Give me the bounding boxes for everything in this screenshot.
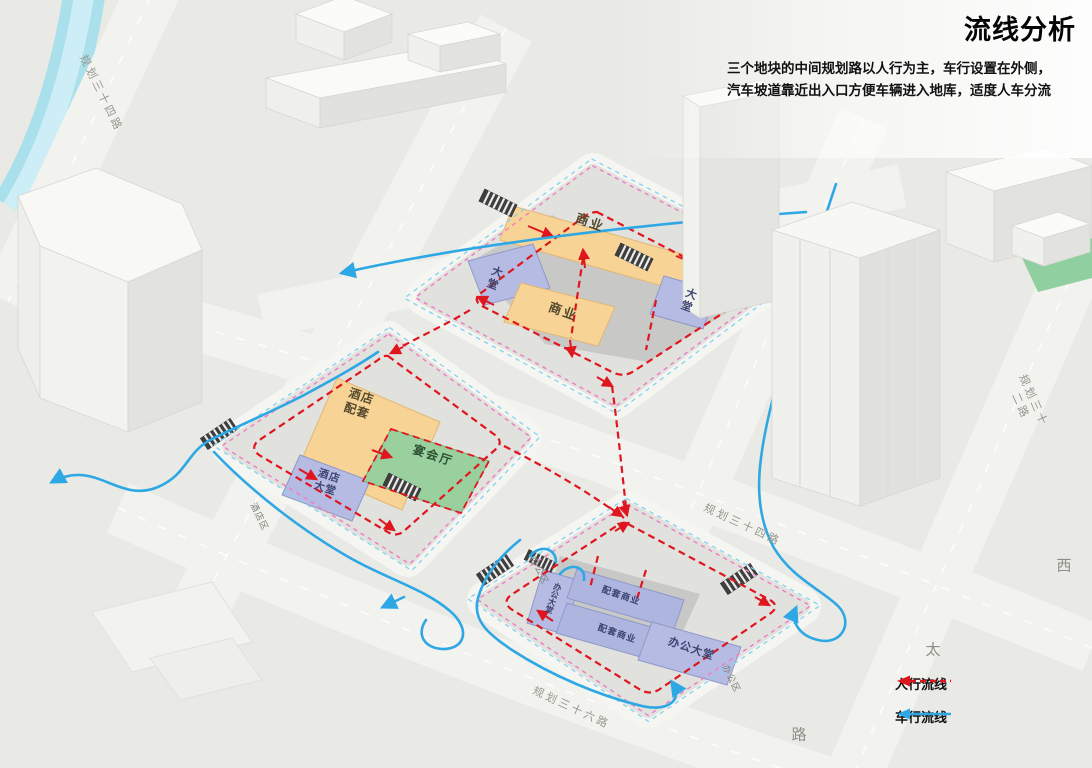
building-top-small bbox=[294, 0, 394, 61]
pads-southwest bbox=[91, 581, 263, 701]
building-on-lawn bbox=[1010, 211, 1092, 267]
office-lobby-east-block bbox=[637, 621, 742, 686]
plot-office bbox=[475, 548, 759, 686]
vehicle-route-west bbox=[49, 350, 380, 493]
context-buildings bbox=[17, 0, 1092, 701]
pedestrian-link-hotel-office bbox=[503, 445, 625, 519]
banquet-dashed-outline bbox=[361, 427, 491, 515]
building-twin-towers bbox=[770, 201, 942, 507]
building-west-large bbox=[17, 167, 203, 433]
building-top-box bbox=[406, 21, 502, 73]
vehicle-route-office bbox=[475, 538, 687, 709]
vehicle-route-hotel-south bbox=[212, 450, 465, 651]
retail-block-center bbox=[503, 282, 616, 347]
river bbox=[0, 0, 105, 220]
header-fade bbox=[620, 0, 1092, 158]
pedestrian-link-commercial-office bbox=[610, 385, 629, 517]
